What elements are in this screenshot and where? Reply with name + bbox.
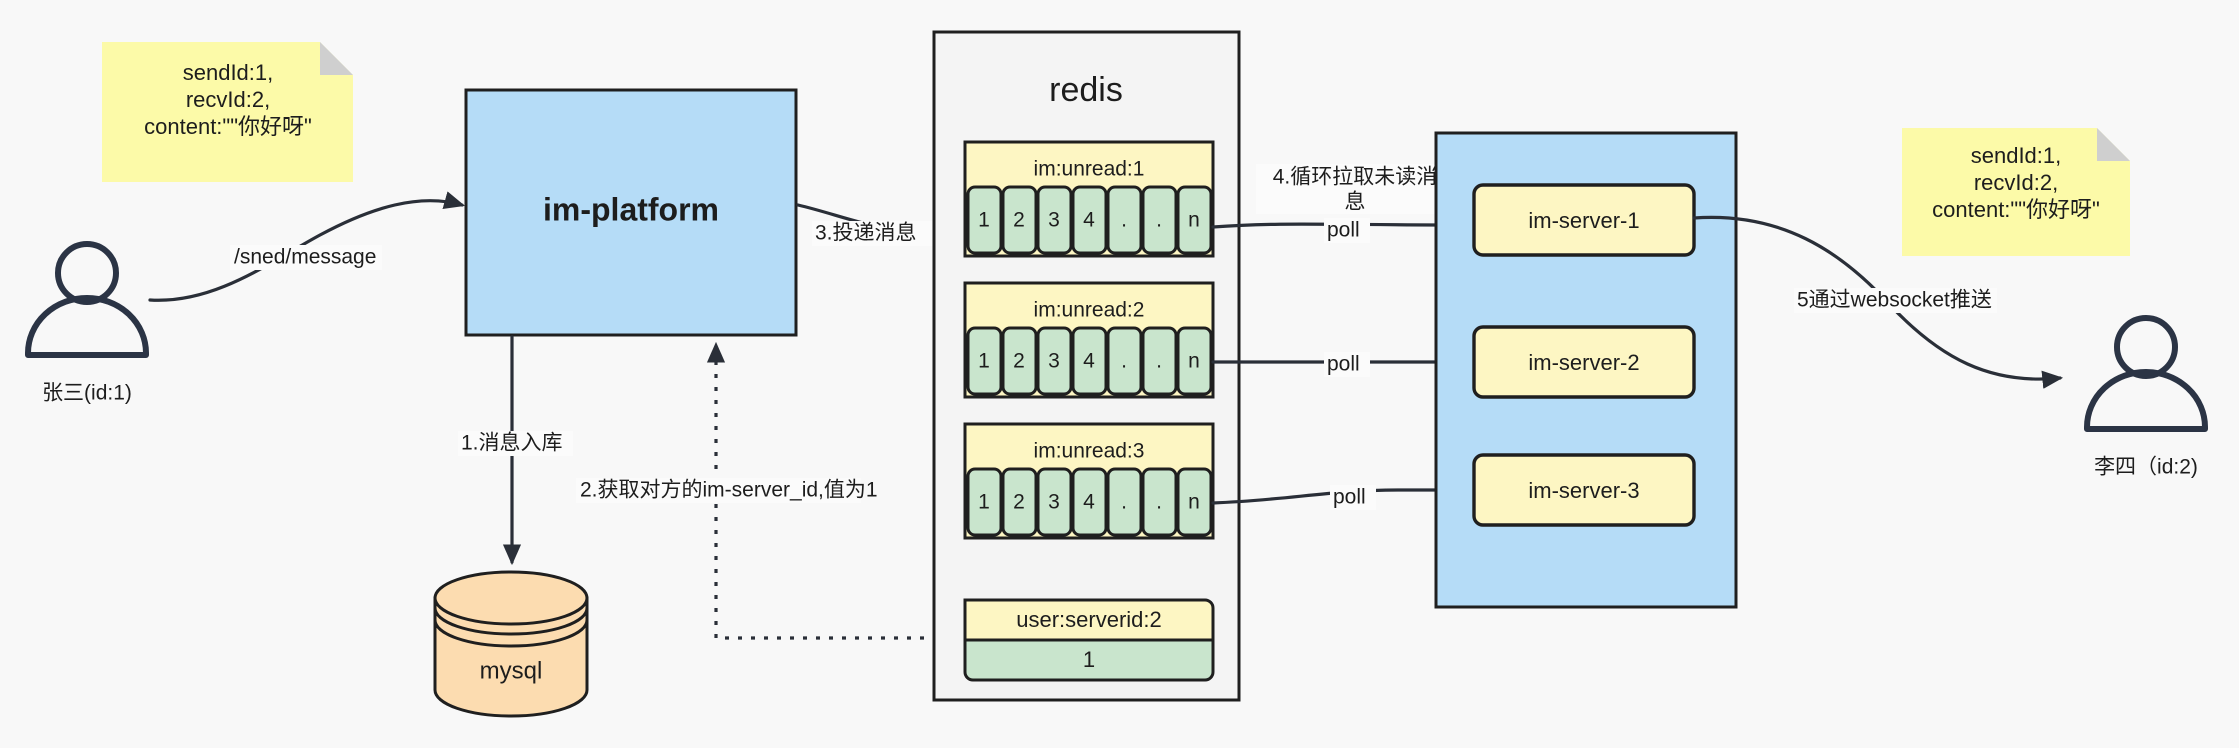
edge-label-step4-line1: 4.循环拉取未读消 <box>1273 166 1438 189</box>
redis-cell: . <box>1121 209 1127 232</box>
node-im-platform[interactable]: im-platform <box>464 88 798 337</box>
redis-cell: 1 <box>978 209 990 232</box>
redis-cell: n <box>1188 350 1200 373</box>
redis-kv-key-label: user:serverid:2 <box>1016 607 1162 632</box>
node-redis-label: redis <box>1049 71 1123 109</box>
redis-cells-2: 1 2 3 4 . . n <box>966 326 1213 396</box>
node-im-server-1[interactable]: im-server-1 <box>1472 183 1696 257</box>
edge-step5-websocket-push: 5通过websocket推送 <box>1692 215 2064 389</box>
redis-cell: 3 <box>1048 209 1060 232</box>
redis-cell: 4 <box>1083 350 1095 373</box>
redis-key-1-label: im:unread:1 <box>1034 158 1145 181</box>
node-im-server-2[interactable]: im-server-2 <box>1472 325 1696 399</box>
node-im-server-1-label: im-server-1 <box>1528 208 1639 233</box>
redis-cell: 4 <box>1083 491 1095 514</box>
note-right-line-1: sendId:1, <box>1971 143 2062 168</box>
redis-cells-3: 1 2 3 4 . . n <box>966 467 1213 537</box>
redis-key-block-1[interactable]: im:unread:1 1 2 3 4 . . n <box>963 140 1215 258</box>
redis-kv-value-label: 1 <box>1083 647 1095 672</box>
redis-cell: . <box>1156 350 1162 373</box>
redis-cell: 2 <box>1013 209 1025 232</box>
node-mysql[interactable]: mysql <box>433 570 589 718</box>
node-im-server-3[interactable]: im-server-3 <box>1472 453 1696 527</box>
node-im-server-3-label: im-server-3 <box>1528 478 1639 503</box>
redis-cell: n <box>1188 491 1200 514</box>
redis-cell: 1 <box>978 491 990 514</box>
redis-cell: . <box>1121 350 1127 373</box>
note-left-line-2: recvId:2, <box>186 87 270 112</box>
redis-cell: n <box>1188 209 1200 232</box>
edge-label-poll-1: poll <box>1327 219 1360 242</box>
edge-label-poll-3: poll <box>1333 486 1366 509</box>
edge-step2-fetch-serverid: 2.获取对方的im-server_id,值为1 <box>576 341 950 640</box>
node-im-server-2-label: im-server-2 <box>1528 350 1639 375</box>
edge-step3-deliver: 3.投递消息 <box>796 203 959 246</box>
actor-sender-label: 张三(id:1) <box>42 382 132 405</box>
edge-poll-2: poll <box>1211 352 1476 377</box>
edge-label-step5: 5通过websocket推送 <box>1797 289 1992 312</box>
edge-label-poll-2: poll <box>1327 353 1360 376</box>
redis-cell: 3 <box>1048 350 1060 373</box>
redis-kv-block[interactable]: user:serverid:2 1 <box>963 598 1215 682</box>
note-left-line-1: sendId:1, <box>183 60 274 85</box>
actor-receiver-label: 李四（id:2) <box>2094 456 2198 479</box>
redis-key-3-label: im:unread:3 <box>1034 440 1145 463</box>
node-im-platform-label: im-platform <box>543 191 719 227</box>
note-right-line-2: recvId:2, <box>1974 170 2058 195</box>
edge-poll-3: poll <box>1211 480 1476 510</box>
redis-cell: 3 <box>1048 491 1060 514</box>
actor-sender: 张三(id:1) <box>25 241 149 405</box>
redis-cell: 2 <box>1013 491 1025 514</box>
edge-step1-persist: 1.消息入库 <box>458 335 573 566</box>
edge-label-step1: 1.消息入库 <box>461 432 563 455</box>
edge-label-send-message: /sned/message <box>234 246 376 269</box>
edge-send-message: /sned/message <box>148 191 466 302</box>
redis-cell: . <box>1156 491 1162 514</box>
node-im-server-cluster: im-server-1 im-server-2 im-server-3 <box>1434 131 1738 609</box>
redis-cell: . <box>1121 491 1127 514</box>
edge-label-step4-group: 4.循环拉取未读消 息 <box>1256 164 1454 214</box>
redis-key-2-label: im:unread:2 <box>1034 299 1145 322</box>
message-payload-note-right: sendId:1, recvId:2, content:""你好呀" <box>1902 128 2130 256</box>
actor-receiver: 李四（id:2) <box>2084 315 2208 479</box>
note-left-line-3: content:""你好呀" <box>144 114 312 139</box>
redis-cell: 1 <box>978 350 990 373</box>
redis-cell: . <box>1156 209 1162 232</box>
node-mysql-label: mysql <box>480 657 543 684</box>
redis-key-block-2[interactable]: im:unread:2 1 2 3 4 . . n <box>963 281 1215 399</box>
edge-poll-1: poll <box>1211 215 1476 243</box>
edge-label-step2: 2.获取对方的im-server_id,值为1 <box>580 479 878 502</box>
message-payload-note-left: sendId:1, recvId:2, content:""你好呀" <box>102 42 353 182</box>
edge-label-step3: 3.投递消息 <box>815 222 917 245</box>
redis-key-block-3[interactable]: im:unread:3 1 2 3 4 . . n <box>963 422 1215 540</box>
edge-label-step4-line2: 息 <box>1345 191 1366 214</box>
note-right-line-3: content:""你好呀" <box>1932 197 2100 222</box>
redis-cells-1: 1 2 3 4 . . n <box>966 185 1213 255</box>
redis-cell: 2 <box>1013 350 1025 373</box>
redis-cell: 4 <box>1083 209 1095 232</box>
